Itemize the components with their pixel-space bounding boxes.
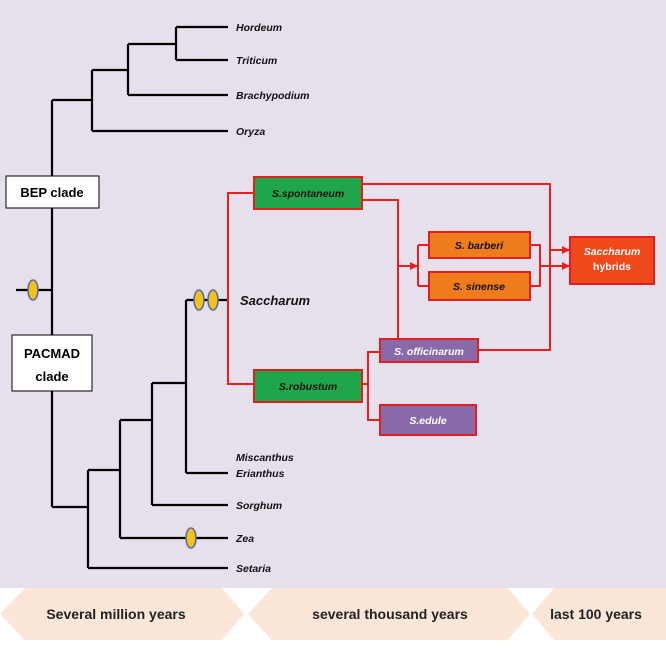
bep-clade-label: BEP clade	[20, 185, 83, 200]
branch-miscanthus-node	[152, 300, 228, 475]
taxon-labels: Hordeum Triticum Brachypodium Oryza Sacc…	[235, 22, 311, 575]
taxon-miscanthus: Miscanthus	[236, 452, 294, 464]
species-boxes: S.spontaneum S. barberi S. sinense Sacch…	[253, 176, 655, 436]
hybrids-label-line2: hybrids	[593, 261, 631, 273]
arrow-to-hybrids-bottom	[562, 262, 570, 270]
timeline-arrow-thousand	[248, 588, 530, 640]
pacmad-clade-label-line1: PACMAD	[24, 346, 80, 361]
line-bracket-barberi-sinense	[417, 244, 428, 287]
sinense-label: S. sinense	[453, 281, 505, 293]
timeline: Several million years several thousand y…	[0, 588, 666, 640]
sinense-box	[428, 271, 531, 301]
pacmad-clade-label-line2: clade	[35, 369, 68, 384]
pacmad-clade-box	[11, 334, 93, 392]
officinarum-label: S. officinarum	[394, 346, 464, 358]
hybridization-network	[227, 183, 570, 421]
line-saccharum-split	[227, 192, 253, 385]
timeline-arrow-million	[0, 588, 244, 640]
taxon-sorghum: Sorghum	[236, 500, 282, 512]
line-spontaneum-down	[362, 199, 399, 340]
robustum-label: S.robustum	[279, 381, 337, 393]
marker-zea	[185, 527, 197, 549]
timeline-million-label: Several million years	[46, 606, 186, 622]
timeline-arrow-recent	[532, 588, 666, 640]
line-robustum-children	[362, 351, 380, 421]
edule-label: S.edule	[409, 415, 447, 427]
branch-zea	[88, 420, 228, 540]
branch-sorghum	[120, 383, 228, 507]
arrow-to-barberi-sinense	[410, 262, 418, 270]
diagram-background	[0, 0, 666, 588]
saccharum-hybrids-box	[569, 236, 655, 285]
spontaneum-box	[253, 176, 363, 210]
arrow-to-hybrids-top	[562, 246, 570, 254]
bep-clade-box	[5, 175, 100, 209]
timeline-thousand-label: several thousand years	[312, 606, 468, 622]
edule-box	[379, 404, 477, 436]
officinarum-box	[379, 338, 479, 363]
branch-setaria	[86, 470, 228, 570]
line-spontaneum-hybrids	[362, 183, 569, 251]
spontaneum-label: S.spontaneum	[272, 188, 344, 200]
line-officinarum-hybrids	[478, 250, 551, 351]
timeline-recent-label: last 100 years	[550, 606, 642, 622]
taxon-brachypodium: Brachypodium	[236, 90, 310, 102]
taxon-oryza: Oryza	[236, 126, 265, 138]
taxon-zea: Zea	[235, 533, 254, 545]
taxon-saccharum: Saccharum	[240, 293, 311, 308]
hybrids-label-line1: Saccharum	[584, 246, 641, 258]
taxon-setaria: Setaria	[236, 563, 271, 575]
robustum-box	[253, 369, 363, 403]
taxon-hordeum: Hordeum	[236, 22, 282, 34]
marker-saccharum-1	[193, 289, 205, 311]
taxon-erianthus: Erianthus	[236, 468, 285, 480]
duplication-markers	[27, 279, 219, 549]
barberi-box	[428, 231, 531, 259]
clade-boxes: BEP clade PACMAD clade	[5, 175, 100, 392]
barberi-label: S. barberi	[455, 240, 505, 252]
marker-saccharum-2	[207, 289, 219, 311]
branch-bep-stem	[50, 98, 92, 180]
taxon-triticum: Triticum	[236, 55, 277, 67]
branch-pacmad-stem	[50, 390, 88, 509]
marker-root	[27, 279, 39, 301]
